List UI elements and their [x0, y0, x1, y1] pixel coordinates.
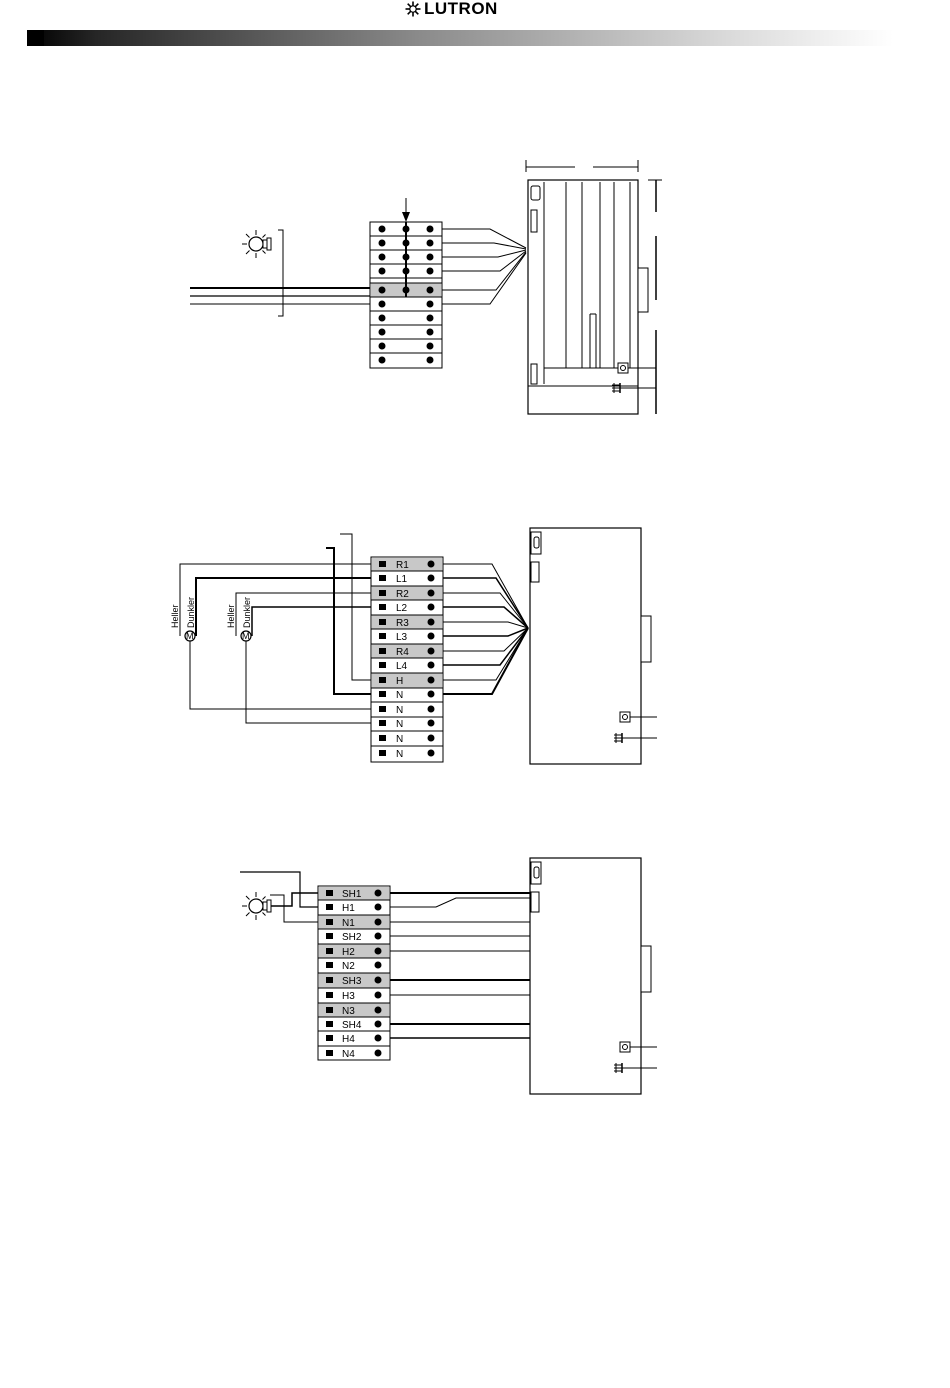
- dimmer-label-dim: Dunkler: [242, 597, 252, 628]
- terminal-label: SH1: [342, 889, 362, 900]
- terminal-label: N: [396, 690, 403, 701]
- terminal-label: SH4: [342, 1020, 362, 1031]
- terminal-label: L4: [396, 661, 408, 672]
- terminal-label: H3: [342, 991, 355, 1002]
- diagram-1-terminal-wiring: [190, 160, 662, 414]
- diagram-2-dimmer-wiring: R1 L1 R2 L2 R3 L3 R4 L4 H N N N N N: [170, 528, 657, 764]
- terminal-label: R3: [396, 618, 409, 629]
- terminal-label: SH2: [342, 932, 362, 943]
- terminal-label: H4: [342, 1034, 355, 1045]
- terminal-label: L2: [396, 603, 408, 614]
- svg-text:M: M: [186, 631, 194, 641]
- terminal-label: N1: [342, 918, 355, 929]
- terminal-label: R2: [396, 589, 409, 600]
- diagram-3-shade-wiring: SH1 H1 N1 SH2 H2 N2 SH3 H3 N3 SH4 H4 N4: [240, 858, 657, 1094]
- terminal-label: N4: [342, 1049, 355, 1060]
- terminal-label: H2: [342, 947, 355, 958]
- terminal-label: N: [396, 734, 403, 745]
- terminal-label: H1: [342, 903, 355, 914]
- dimmer-label-dim: Dunkler: [186, 597, 196, 628]
- terminal-label: H: [396, 676, 403, 687]
- svg-text:M: M: [242, 631, 250, 641]
- terminal-label: R1: [396, 560, 409, 571]
- dimmer-label-bright: Heller: [226, 604, 236, 628]
- terminal-label: SH3: [342, 976, 362, 987]
- terminal-label: N2: [342, 961, 355, 972]
- terminal-label: R4: [396, 647, 409, 658]
- terminal-label: N: [396, 705, 403, 716]
- terminal-label: N3: [342, 1006, 355, 1017]
- terminal-label: L1: [396, 574, 408, 585]
- terminal-label: N: [396, 719, 403, 730]
- terminal-label: L3: [396, 632, 408, 643]
- dimmer-label-bright: Heller: [170, 604, 180, 628]
- terminal-label: N: [396, 749, 403, 760]
